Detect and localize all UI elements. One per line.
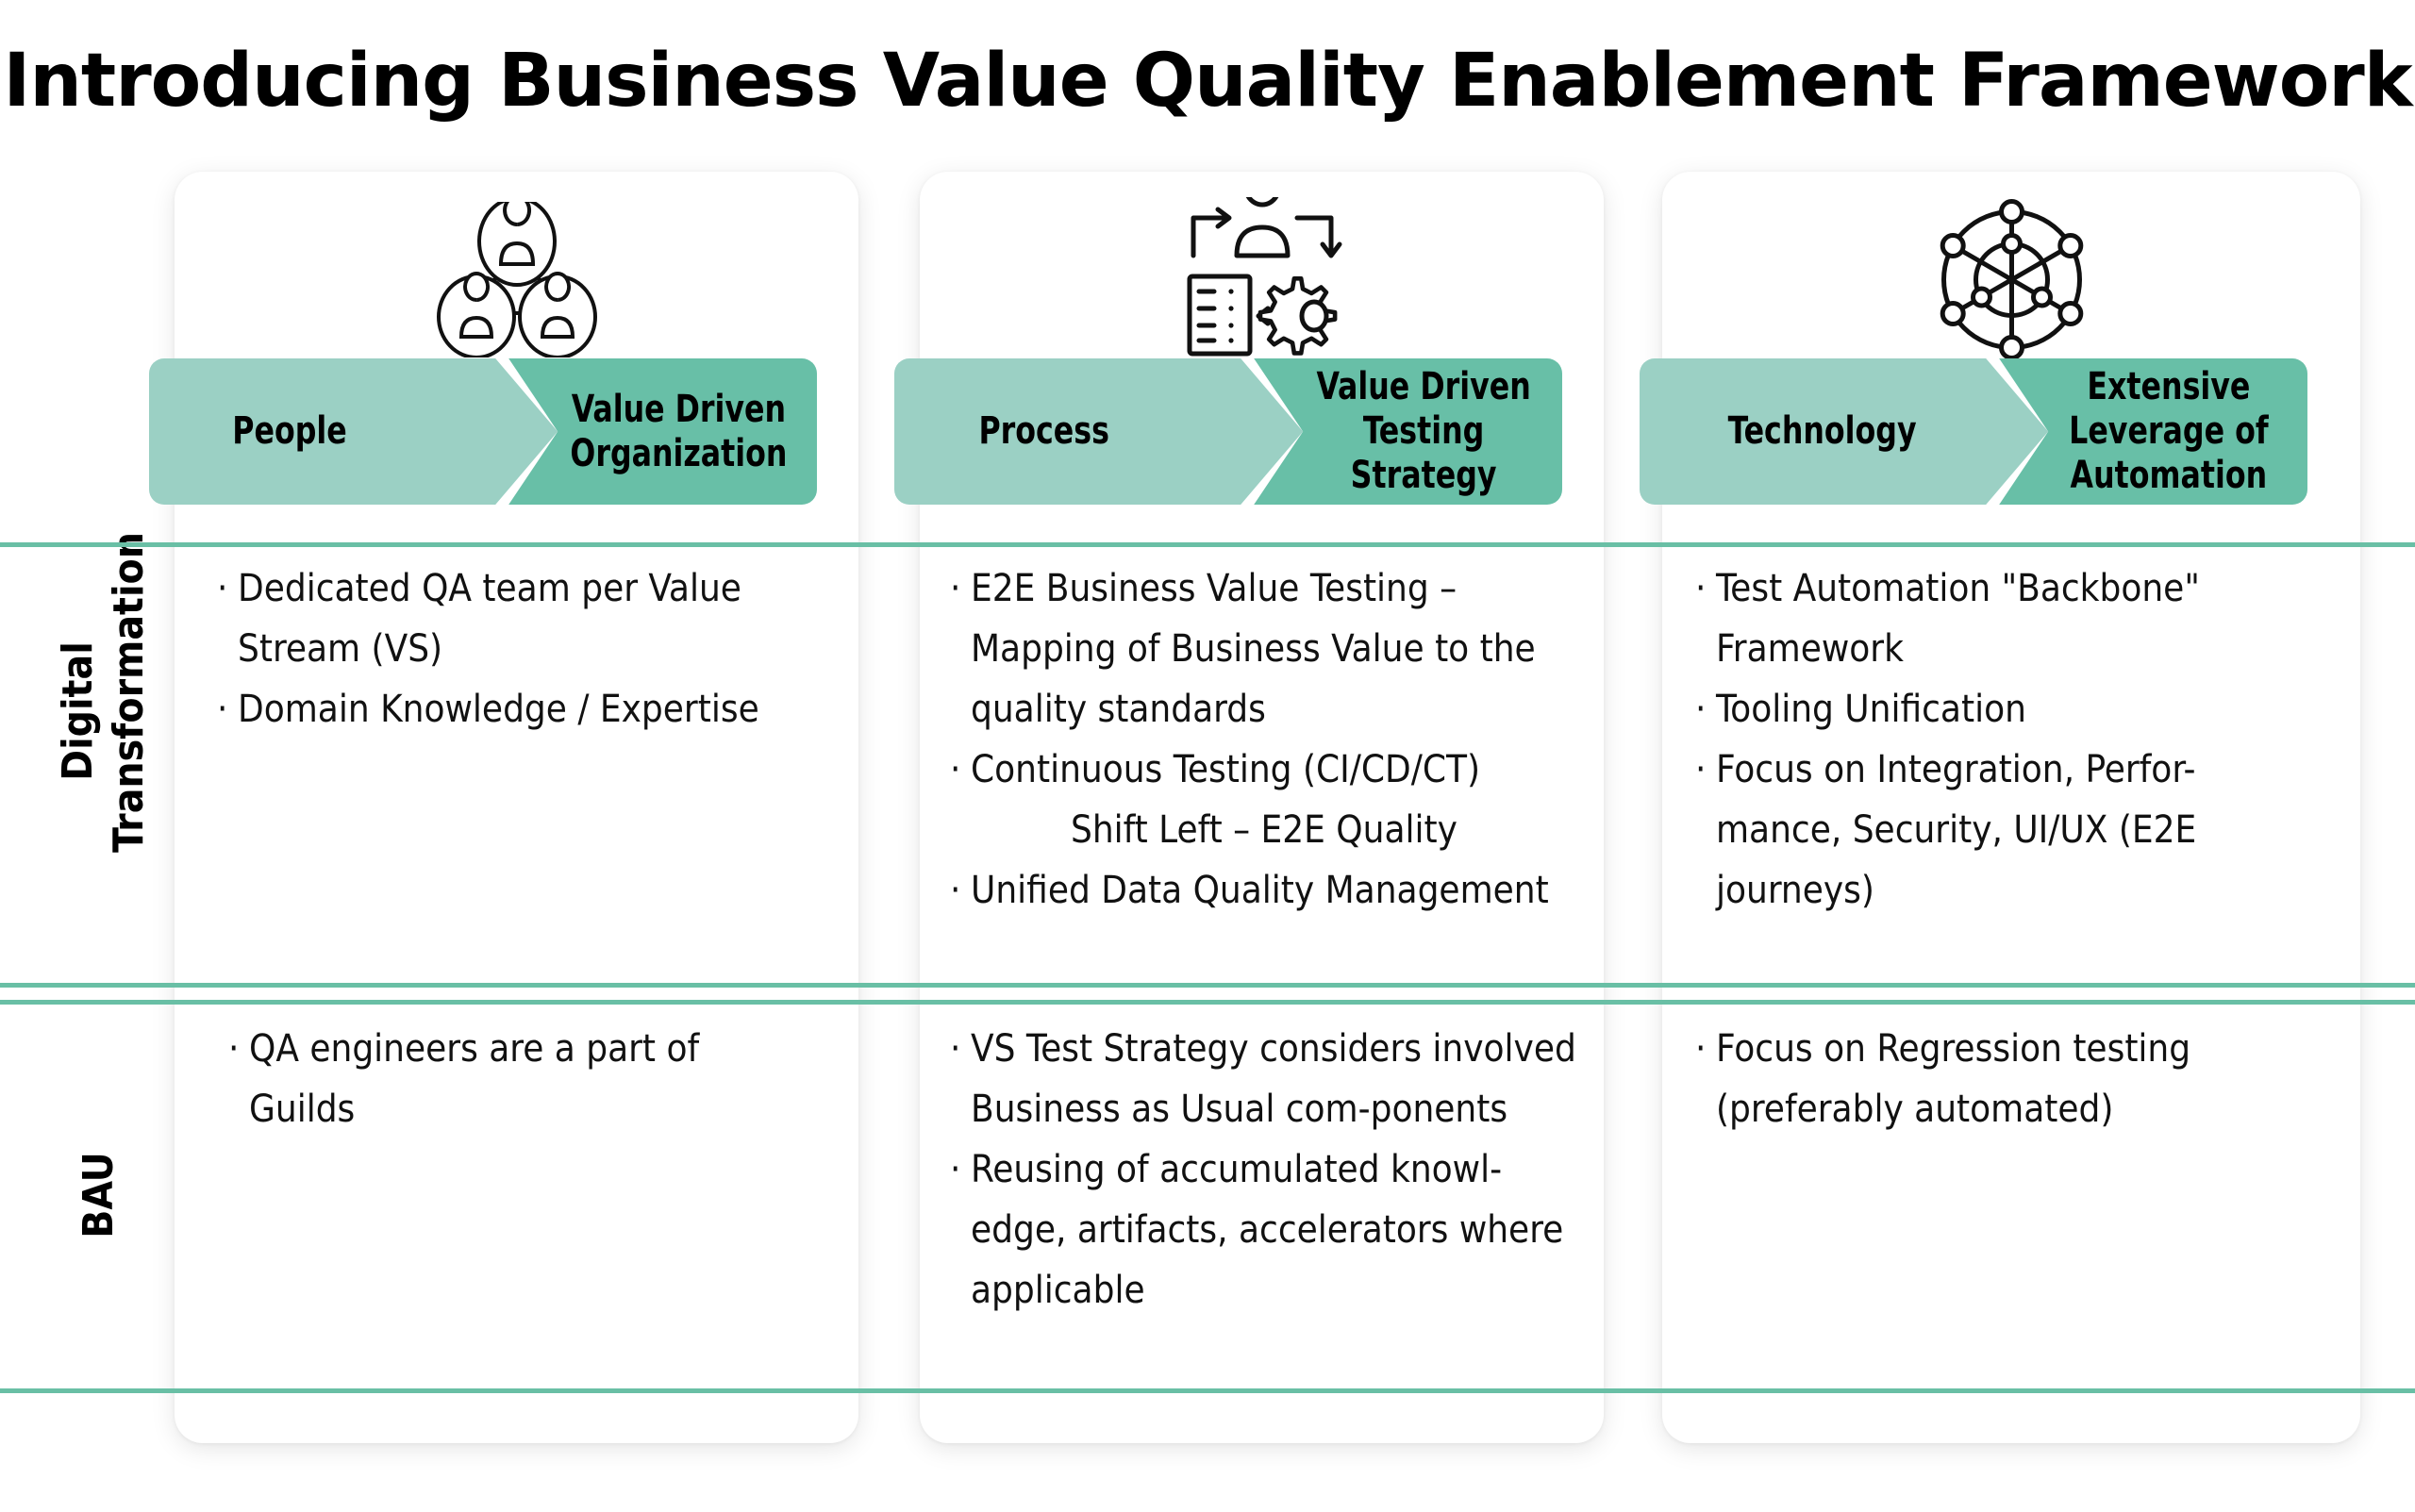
outcome-name: Value Driven Organization: [570, 387, 788, 475]
pillar-name: Process: [978, 409, 1110, 453]
list-item: Focus on Integration, Perfor-mance, Secu…: [1693, 739, 2297, 921]
list-item: Dedicated QA team per Value Stream (VS): [215, 558, 800, 679]
list-item: QA engineers are a part of Guilds: [226, 1019, 792, 1139]
sub-item: Shift Left – E2E Quality: [1071, 808, 1457, 852]
section-divider-mid-b: [0, 1000, 2415, 1005]
list-item: Reusing of accumulated knowl-edge, artif…: [948, 1139, 1590, 1321]
pillar-banner-people[interactable]: People Value Driven Organization: [149, 358, 866, 505]
cell-people-bau: QA engineers are a part of Guilds: [226, 1019, 792, 1139]
pillar-label-people: People: [149, 358, 558, 505]
list-item: Domain Knowledge / Expertise: [215, 679, 800, 739]
outcome-label-people: Value Driven Organization: [508, 358, 817, 505]
pillar-name: Technology: [1727, 409, 1917, 453]
process-workflow-gear-icon: [920, 192, 1604, 367]
section-divider-bottom: [0, 1388, 2415, 1393]
list-item: Test Automation "Backbone" Framework: [1693, 558, 2297, 679]
list-item: Unified Data Quality Management: [948, 860, 1590, 921]
row-label-digital-transformation: Digital Transformation: [54, 532, 153, 853]
row-label-bau: BAU: [75, 1152, 123, 1238]
page-title: Introducing Business Value Quality Enabl…: [3, 39, 2412, 124]
cell-process-digital-transformation: E2E Business Value Testing – Mapping of …: [948, 558, 1590, 921]
pillar-name: People: [232, 409, 347, 453]
section-divider-top: [0, 542, 2415, 547]
section-divider-mid-a: [0, 983, 2415, 988]
outcome-name: Value Driven Testing Strategy: [1316, 365, 1531, 497]
pillar-banner-technology[interactable]: Technology Extensive Leverage of Automat…: [1640, 358, 2357, 505]
outcome-label-process: Value Driven Testing Strategy: [1254, 358, 1562, 505]
cell-process-bau: VS Test Strategy considers involved Busi…: [948, 1019, 1590, 1321]
pillar-label-technology: Technology: [1640, 358, 2048, 505]
pillar-banner-process[interactable]: Process Value Driven Testing Strategy: [894, 358, 1611, 505]
pillar-label-process: Process: [894, 358, 1303, 505]
outcome-label-technology: Extensive Leverage of Automation: [1999, 358, 2307, 505]
list-item: E2E Business Value Testing – Mapping of …: [948, 558, 1590, 739]
cell-technology-bau: Focus on Regression testing (preferably …: [1693, 1019, 2297, 1139]
network-nodes-icon: [1662, 192, 2360, 367]
list-item: Continuous Testing (CI/CD/CT): [948, 739, 1590, 800]
list-item: VS Test Strategy considers involved Busi…: [948, 1019, 1590, 1139]
list-item: Focus on Regression testing (preferably …: [1693, 1019, 2297, 1139]
outcome-name: Extensive Leverage of Automation: [2069, 365, 2270, 497]
list-item: Tooling Unification: [1693, 679, 2297, 739]
people-group-icon: [175, 192, 858, 367]
cell-technology-digital-transformation: Test Automation "Backbone" FrameworkTool…: [1693, 558, 2297, 921]
cell-people-digital-transformation: Dedicated QA team per Value Stream (VS)D…: [215, 558, 800, 739]
